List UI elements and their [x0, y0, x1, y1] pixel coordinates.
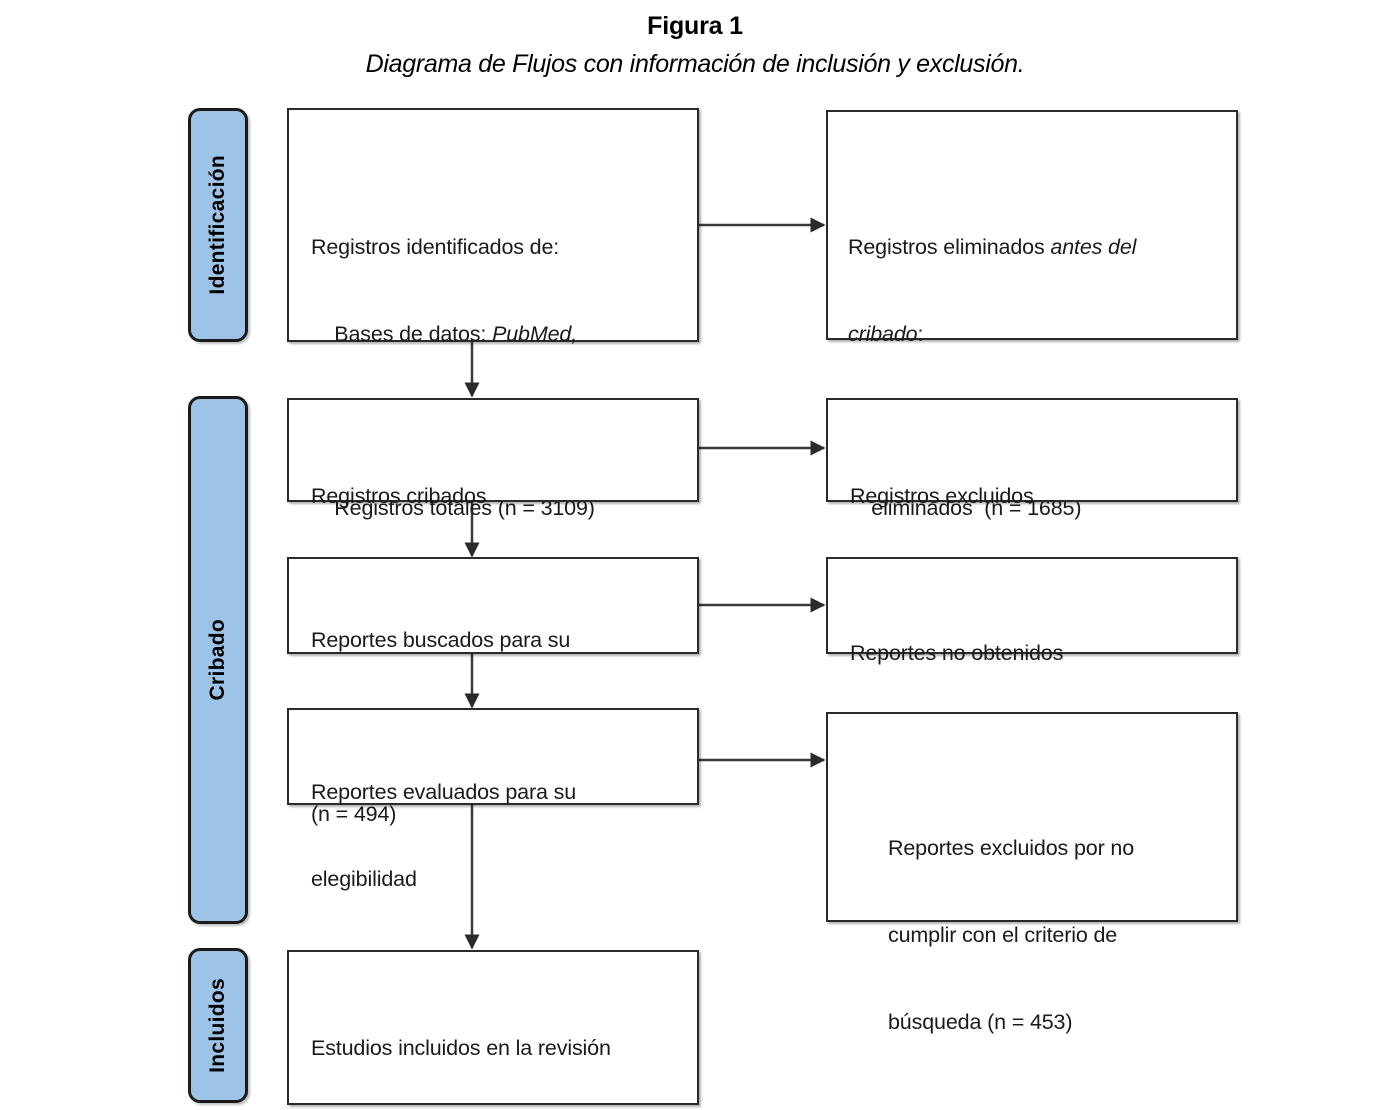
removed-line-2: cribado:: [848, 320, 1232, 349]
figure-title: Figura 1: [647, 12, 743, 40]
excluded-reports-line-3: búsqueda (n = 453): [888, 1010, 1073, 1034]
figure-subtitle: Diagrama de Flujos con información de in…: [365, 50, 1025, 78]
box-reportes-evaluados-text: Reportes evaluados para su elegibilidad …: [311, 720, 693, 1039]
sought-line-3: (n = 494): [311, 802, 397, 826]
box-reportes-excluidos-text: Reportes excluidos por no cumplir con el…: [888, 776, 1233, 1095]
removed-line-2-italic: cribado: [848, 322, 918, 346]
identified-line-2-prefix: Bases de datos:: [311, 322, 493, 346]
excluded-reports-line-2: cumplir con el criterio de: [888, 923, 1118, 947]
box-estudios-incluidos: Estudios incluidos en la revisión (n = 4…: [287, 950, 699, 1105]
not-retrieved-line-1: Reportes no obtenidos: [850, 641, 1064, 665]
box-reportes-no-obtenidos: Reportes no obtenidos (n = 0): [826, 557, 1238, 752]
sought-line-1: Reportes buscados para su: [311, 628, 571, 652]
removed-line-1: Registros eliminados antes del: [848, 233, 1232, 262]
removed-line-1-prefix: Registros eliminados: [848, 235, 1051, 259]
identified-line-2: Bases de datos: PubMed,: [311, 320, 693, 349]
stage-label-incluidos: Incluidos: [206, 978, 229, 1073]
box-reportes-excluidos: Reportes excluidos por no cumplir con el…: [826, 712, 1238, 1034]
stage-bar-incluidos: Incluidos: [188, 948, 248, 1103]
screened-line-1: Registros cribados: [311, 484, 487, 508]
box-registros-identificados-text: Registros identificados de: Bases de dat…: [311, 175, 693, 581]
removed-line-1-italic: antes del: [1050, 235, 1137, 259]
box-estudios-incluidos-text: Estudios incluidos en la revisión (n = 4…: [311, 976, 693, 1110]
box-registros-identificados: Registros identificados de: Bases de dat…: [287, 108, 699, 520]
identified-line-1: Registros identificados de:: [311, 235, 560, 259]
removed-line-2-suffix: :: [917, 322, 924, 346]
excluded-records-line-1: Registros excluidos: [850, 484, 1034, 508]
assessed-line-1: Reportes evaluados para su: [311, 780, 577, 804]
assessed-line-2: elegibilidad: [311, 867, 417, 891]
stage-label-cribado: Cribado: [206, 619, 229, 701]
stage-label-identificacion: Identificación: [206, 155, 229, 295]
stage-bar-identificacion: Identificación: [188, 108, 248, 342]
identified-line-2-italic: PubMed,: [492, 322, 578, 346]
box-registros-cribados: Registros cribados (n = 1424): [287, 398, 699, 595]
box-registros-excluidos: Registros excluidos (n = 930): [826, 398, 1238, 595]
included-line-1: Estudios incluidos en la revisión: [311, 1036, 611, 1060]
box-reportes-buscados: Reportes buscados para su obtención (n =…: [287, 557, 699, 826]
box-reportes-evaluados: Reportes evaluados para su elegibilidad …: [287, 708, 699, 978]
excluded-reports-line-1: Reportes excluidos por no: [888, 836, 1135, 860]
box-registros-eliminados-antes-cribado: Registros eliminados antes del cribado: …: [826, 110, 1238, 520]
stage-bar-cribado: Cribado: [188, 396, 248, 924]
